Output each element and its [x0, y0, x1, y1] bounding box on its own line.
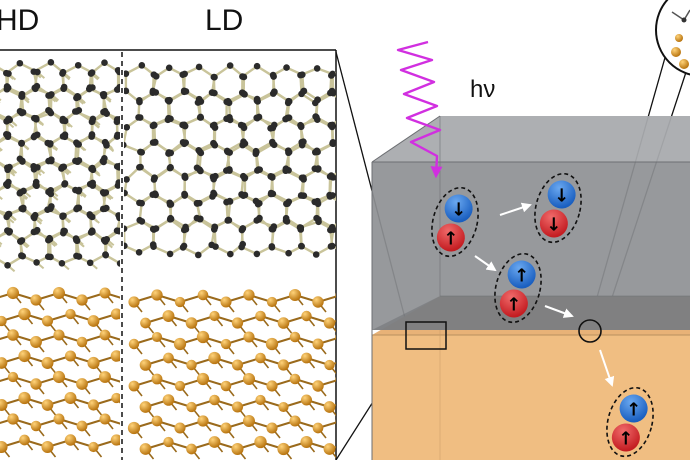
carrier-arrows — [474, 202, 615, 387]
hole — [499, 289, 528, 318]
heterostructure-box — [371, 115, 690, 460]
move-arrow-4 — [599, 349, 615, 387]
inset-magnifier — [655, 0, 690, 76]
hole-spin: ↓ — [546, 214, 561, 235]
interface-zoom-circle — [578, 319, 602, 343]
structure-panel: HD LD — [0, 4, 337, 460]
move-arrow-3 — [544, 305, 574, 318]
electron — [547, 180, 576, 209]
photon-wave — [396, 40, 443, 179]
panel-label-ld: LD — [205, 4, 243, 37]
electron-spin: ↓ — [554, 185, 569, 206]
metal-lattice-hd — [0, 286, 120, 458]
carrier-pair: ↑↑ — [494, 252, 542, 324]
panel-label-hd: HD — [0, 4, 39, 37]
incident-light: hν — [396, 40, 495, 179]
top-layer-top-face — [372, 116, 690, 162]
interface-zoom-box — [405, 321, 447, 350]
hole-spin: ↑ — [506, 294, 521, 315]
electron-spin: ↑ — [514, 265, 529, 286]
hole — [436, 223, 465, 252]
metal-lattice-ld — [127, 288, 336, 460]
electron — [444, 194, 473, 223]
carbon-lattice-ld — [124, 62, 336, 259]
exciton-boundary — [606, 386, 654, 458]
hole — [611, 423, 640, 452]
photon-energy-label: hν — [470, 76, 495, 103]
carbon-lattice-hd — [0, 59, 120, 273]
hole-spin: ↑ — [443, 228, 458, 249]
hole — [539, 209, 568, 238]
electron-spin: ↑ — [626, 399, 641, 420]
move-arrow-1 — [499, 202, 532, 216]
hole-spin: ↑ — [618, 428, 633, 449]
carrier-pair: ↓↓ — [534, 172, 582, 244]
exciton-boundary — [494, 252, 542, 324]
electron — [619, 394, 648, 423]
electron-spin: ↓ — [451, 199, 466, 220]
carrier-pair: ↑↑ — [606, 386, 654, 458]
electron — [507, 260, 536, 289]
move-arrow-2 — [474, 255, 497, 272]
carrier-pairs: ↓↑↓↓↑↑↑↑ — [431, 172, 654, 458]
